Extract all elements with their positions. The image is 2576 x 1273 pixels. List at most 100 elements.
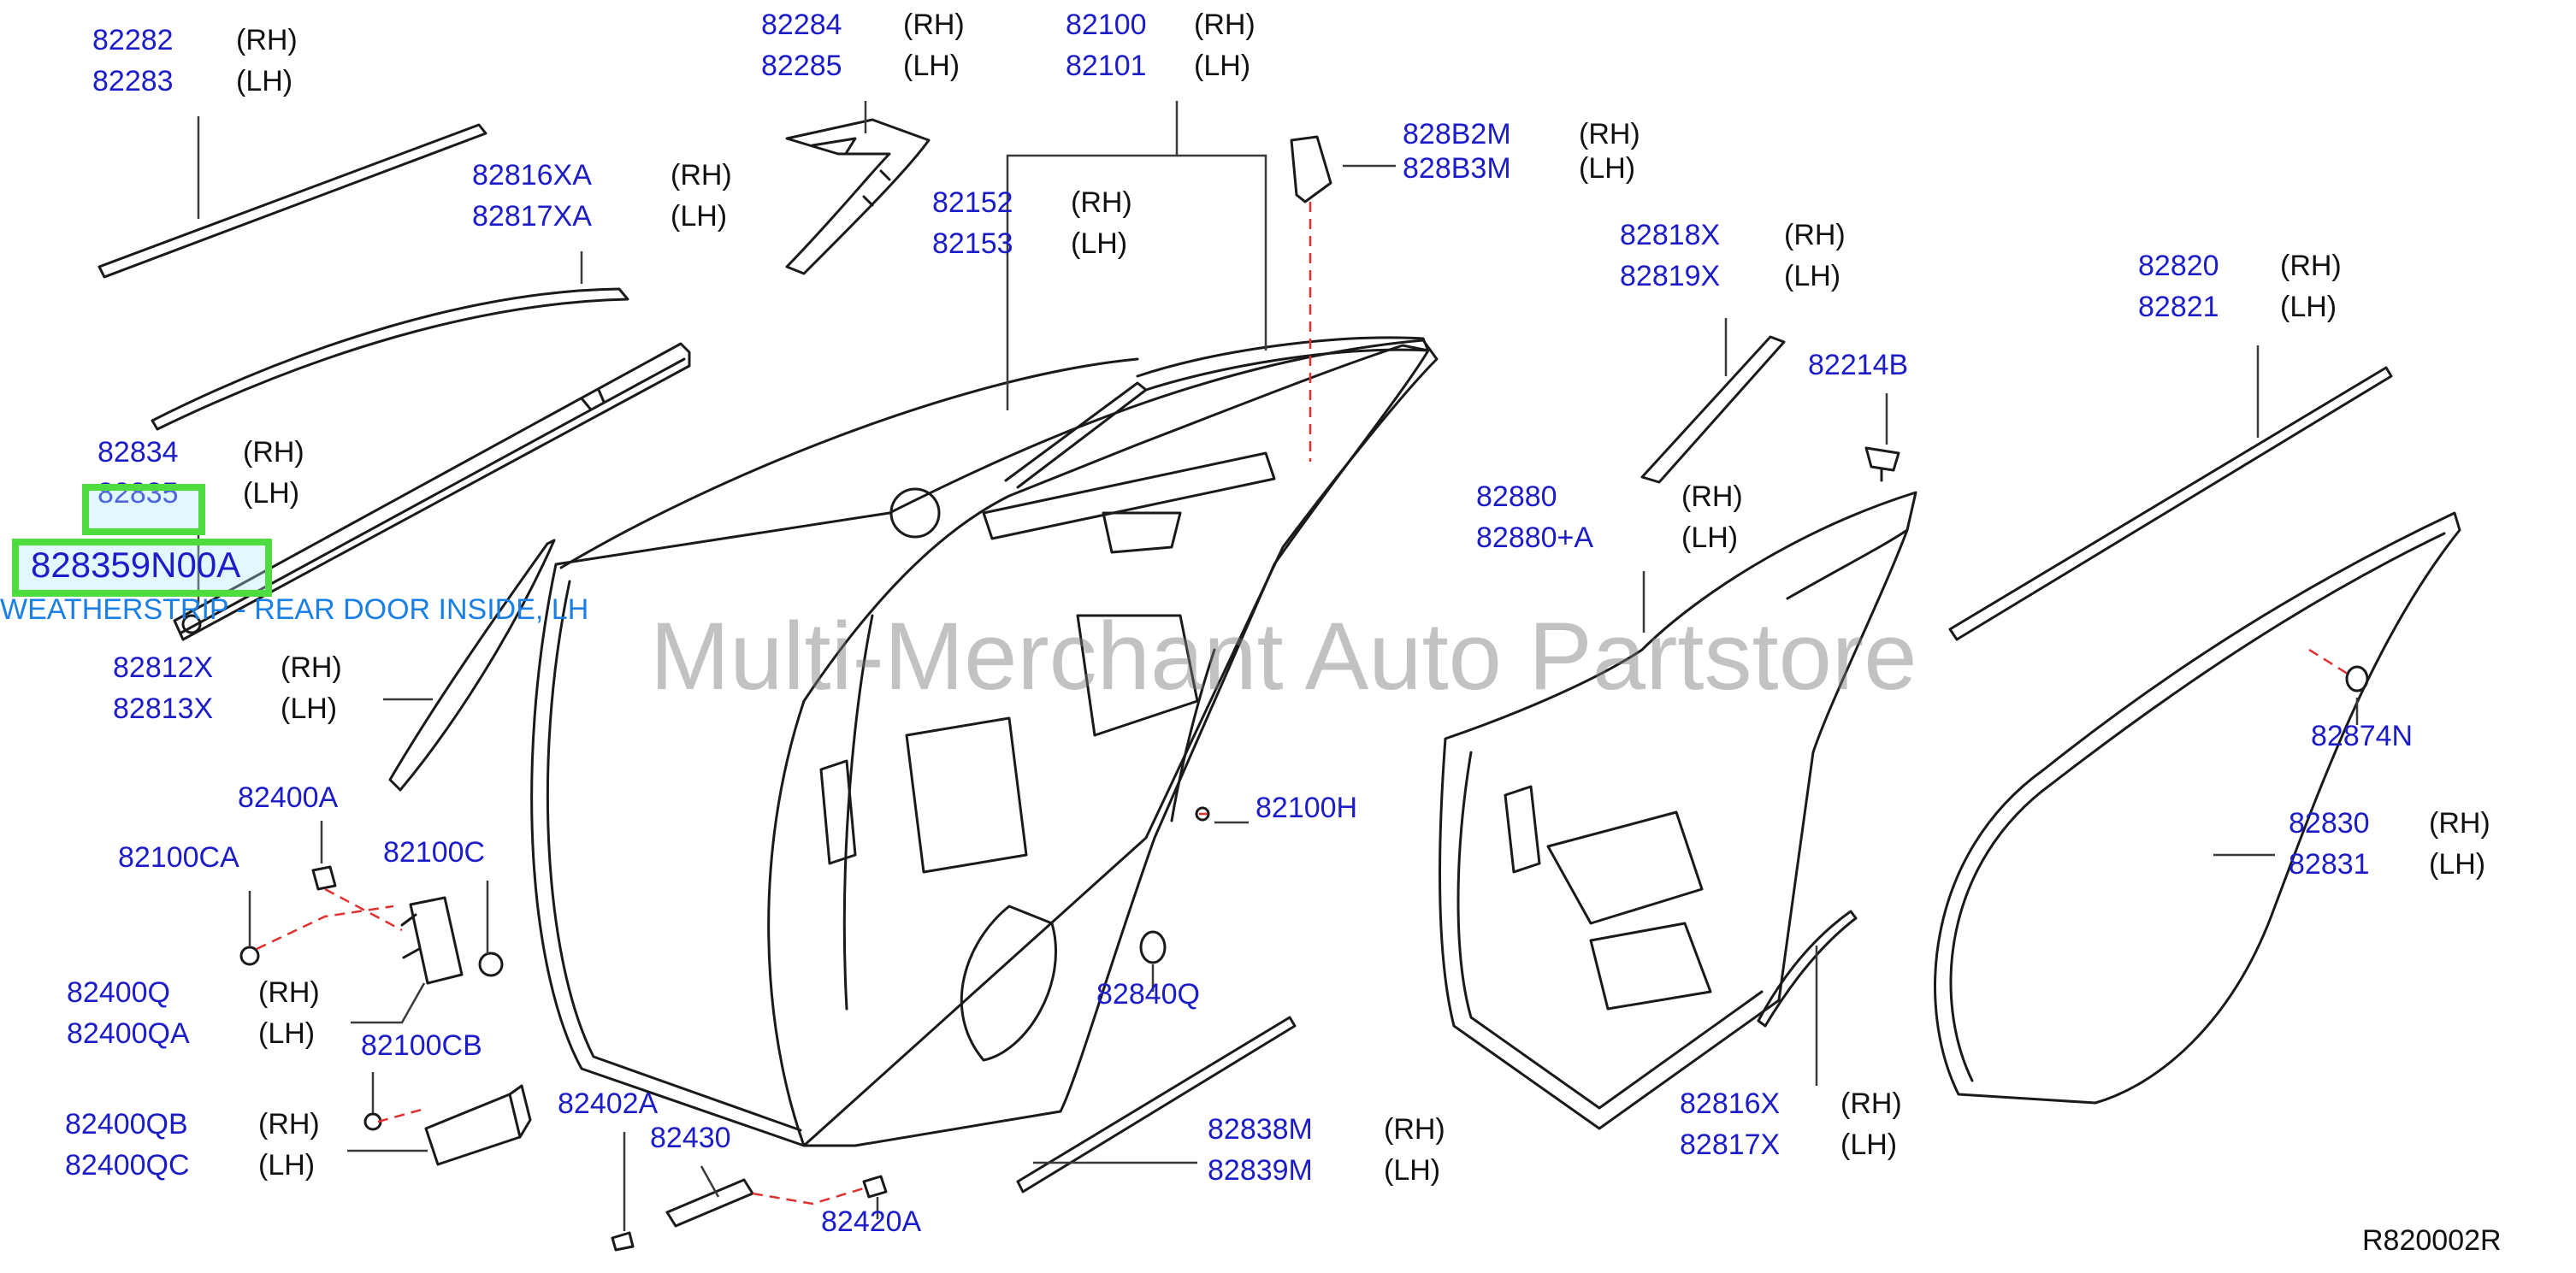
side-indicator-82813x: (LH) <box>281 692 338 725</box>
side-indicator-828b2m: (RH) <box>1579 118 1640 150</box>
part-number-82101[interactable]: 82101 <box>1066 50 1147 82</box>
sash-trim-82812x <box>388 539 556 792</box>
door-trim-panel-82880 <box>1438 491 1917 1130</box>
corner-trim-82284 <box>785 118 931 275</box>
part-number-82880a[interactable]: 82880+A <box>1476 522 1594 554</box>
part-number-828b3m[interactable]: 828B3M <box>1403 152 1511 185</box>
part-number-82284[interactable]: 82284 <box>761 9 842 41</box>
part-number-82400qb[interactable]: 82400QB <box>65 1108 188 1140</box>
part-number-82153[interactable]: 82153 <box>932 227 1013 260</box>
part-number-82100h[interactable]: 82100H <box>1256 792 1358 824</box>
side-indicator-82816xa: (RH) <box>671 159 732 192</box>
strip-82838m <box>1016 1016 1297 1193</box>
part-number-82100c[interactable]: 82100C <box>383 836 486 869</box>
selected-part-description: WEATHERSTRIP - REAR DOOR INSIDE, LH <box>0 593 589 626</box>
side-indicator-82817x: (LH) <box>1840 1129 1898 1161</box>
side-indicator-82400qb: (RH) <box>258 1108 320 1140</box>
side-indicator-828b3m: (LH) <box>1579 152 1636 185</box>
part-number-82812x[interactable]: 82812X <box>113 651 214 684</box>
part-number-82214b[interactable]: 82214B <box>1808 349 1909 381</box>
part-number-82817x[interactable]: 82817X <box>1680 1129 1781 1161</box>
part-number-82819x[interactable]: 82819X <box>1620 260 1721 292</box>
weatherstrip-82835 <box>173 342 691 641</box>
highlight-box-selected-part <box>12 539 272 597</box>
part-number-82400q[interactable]: 82400Q <box>67 976 170 1009</box>
side-indicator-82100: (RH) <box>1194 9 1256 41</box>
part-number-82816xa[interactable]: 82816XA <box>472 159 592 192</box>
part-number-82816x[interactable]: 82816X <box>1680 1087 1781 1120</box>
side-indicator-82817xa: (LH) <box>671 200 728 233</box>
part-number-82831[interactable]: 82831 <box>2289 848 2370 881</box>
glass-run-82152 <box>1004 381 1148 489</box>
side-indicator-82153: (LH) <box>1071 227 1128 260</box>
strip-82816x <box>1757 910 1858 1028</box>
hinge-82400qb <box>424 1093 522 1166</box>
part-number-82420a[interactable]: 82420A <box>821 1205 922 1238</box>
part-number-82834[interactable]: 82834 <box>97 436 179 469</box>
clip-82214b <box>1864 446 1900 472</box>
side-indicator-82880: (RH) <box>1681 480 1743 513</box>
part-number-82821[interactable]: 82821 <box>2138 291 2219 323</box>
part-number-82400a[interactable]: 82400A <box>238 781 339 814</box>
part-number-82285[interactable]: 82285 <box>761 50 842 82</box>
moulding-82282 <box>97 123 487 279</box>
part-number-82880[interactable]: 82880 <box>1476 480 1557 513</box>
bolt-82400a <box>311 865 337 891</box>
part-number-82838m[interactable]: 82838M <box>1208 1113 1313 1146</box>
grommet-82100h <box>1195 806 1210 822</box>
nut-82100c <box>478 952 504 977</box>
part-number-82820[interactable]: 82820 <box>2138 250 2219 282</box>
strip-82818x <box>1640 335 1786 484</box>
door-frame-outline <box>530 339 1439 1147</box>
part-number-82840q[interactable]: 82840Q <box>1096 978 1200 1011</box>
side-indicator-82284: (RH) <box>903 9 965 41</box>
part-number-82400qa[interactable]: 82400QA <box>67 1017 190 1050</box>
side-indicator-82285: (LH) <box>903 50 960 82</box>
side-indicator-82818x: (RH) <box>1784 219 1846 251</box>
bracket-828b2m <box>1290 135 1332 203</box>
weatherstrip-82820 <box>1948 366 2393 641</box>
door-inner-panel <box>767 344 1430 1147</box>
highlight-box-part-number-82835 <box>82 484 205 535</box>
part-number-82400qc[interactable]: 82400QC <box>65 1149 190 1182</box>
side-indicator-82816x: (RH) <box>1840 1087 1902 1120</box>
bolt-82420a <box>862 1175 888 1199</box>
part-number-82835[interactable]: 82835 <box>97 477 179 510</box>
part-number-82100cb[interactable]: 82100CB <box>361 1029 482 1062</box>
side-indicator-82839m: (LH) <box>1384 1154 1441 1187</box>
check-link-82430 <box>665 1178 754 1228</box>
side-indicator-82830: (RH) <box>2429 807 2490 840</box>
part-number-82830[interactable]: 82830 <box>2289 807 2370 840</box>
part-number-82813x[interactable]: 82813X <box>113 692 214 725</box>
part-number-82282[interactable]: 82282 <box>92 24 174 56</box>
side-indicator-82101: (LH) <box>1194 50 1251 82</box>
plug-82840q <box>1139 930 1167 964</box>
side-indicator-82838m: (RH) <box>1384 1113 1445 1146</box>
side-indicator-82812x: (RH) <box>281 651 342 684</box>
side-indicator-82283: (LH) <box>236 65 293 97</box>
diagram-reference-code: R820002R <box>2362 1224 2502 1257</box>
part-number-82100ca[interactable]: 82100CA <box>118 841 239 874</box>
watermark-text: Multi-Merchant Auto Partstore <box>650 603 1917 710</box>
side-indicator-82400qa: (LH) <box>258 1017 316 1050</box>
part-number-82818x[interactable]: 82818X <box>1620 219 1721 251</box>
side-indicator-82831: (LH) <box>2429 848 2486 881</box>
side-indicator-82821: (LH) <box>2280 291 2337 323</box>
bolt-82402a <box>611 1231 635 1252</box>
part-number-82874n[interactable]: 82874N <box>2311 720 2414 752</box>
part-number-828b2m[interactable]: 828B2M <box>1403 118 1511 150</box>
side-indicator-82835: (LH) <box>243 477 300 510</box>
part-number-82817xa[interactable]: 82817XA <box>472 200 592 233</box>
part-number-82100[interactable]: 82100 <box>1066 9 1147 41</box>
part-number-82402a[interactable]: 82402A <box>558 1087 659 1120</box>
part-number-82152[interactable]: 82152 <box>932 186 1013 219</box>
nut-82100ca <box>239 946 260 966</box>
selected-part-number[interactable]: 828359N00A <box>31 545 241 585</box>
part-number-82283[interactable]: 82283 <box>92 65 174 97</box>
side-indicator-82834: (RH) <box>243 436 304 469</box>
part-number-82839m[interactable]: 82839M <box>1208 1154 1313 1187</box>
side-indicator-82880a: (LH) <box>1681 522 1739 554</box>
part-number-82430[interactable]: 82430 <box>650 1122 731 1154</box>
